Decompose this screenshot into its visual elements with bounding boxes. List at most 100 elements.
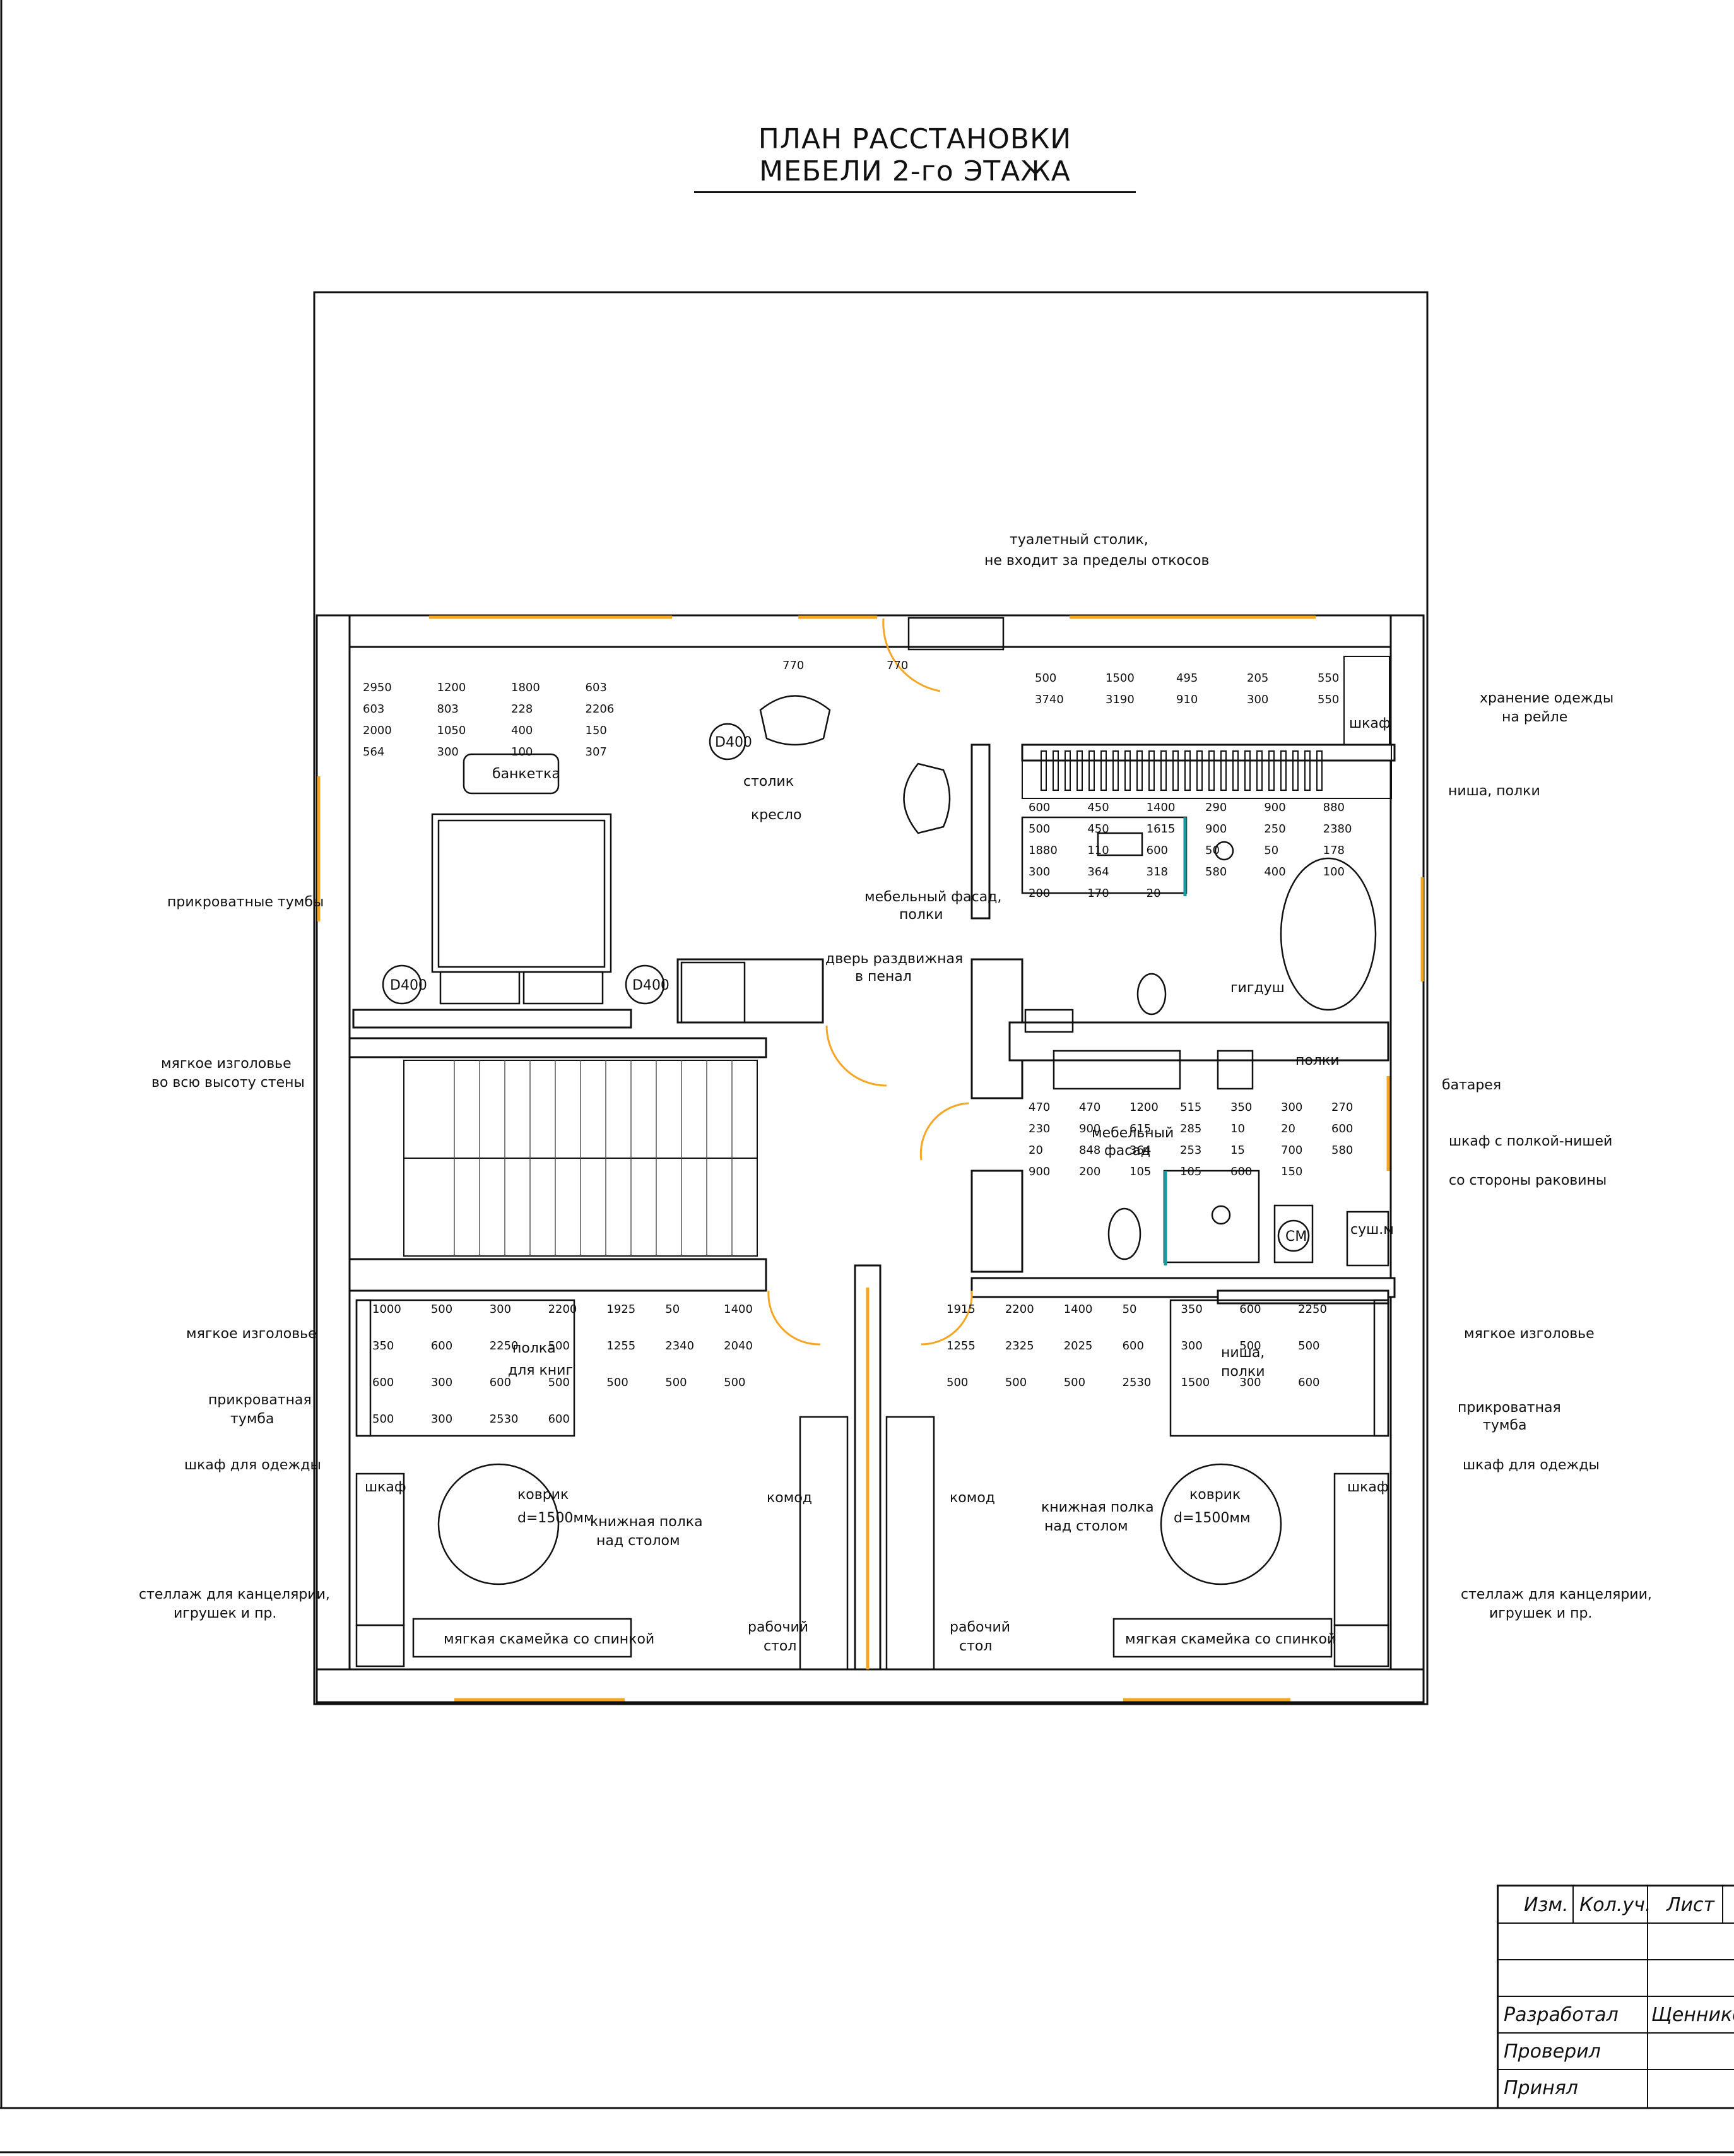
dimension-value: 1500 — [1106, 672, 1135, 685]
dimension-value: 105 — [1180, 1165, 1201, 1178]
dimension-value: 2530 — [490, 1413, 519, 1426]
hanger — [1076, 750, 1083, 791]
callout-label: туалетный столик, — [1010, 532, 1148, 548]
callout-label: стол — [764, 1638, 796, 1654]
dimension-value: 1615 — [1147, 822, 1176, 836]
dimension-value: 20 — [1029, 1144, 1043, 1157]
dimension-value: 2340 — [665, 1339, 694, 1353]
callout-label: шкаф для одежды — [1463, 1457, 1600, 1473]
dimension-value: 550 — [1318, 693, 1339, 706]
dimension-value: 350 — [1181, 1303, 1202, 1316]
dimension-value: 500 — [431, 1303, 452, 1316]
side-table-label: столик — [743, 774, 794, 790]
dimension-value: 318 — [1147, 865, 1168, 879]
kids-left-labels: шкаф коврик d=1500мм мягкая скамейка со … — [365, 1479, 654, 1647]
hanger — [1304, 750, 1311, 791]
bench-right-label: мягкая скамейка со спинкой — [1125, 1632, 1336, 1647]
dimension-value: 1400 — [724, 1303, 753, 1316]
hanger — [1041, 750, 1047, 791]
dimension-value: 300 — [431, 1413, 452, 1426]
dimension-value: 300 — [1281, 1101, 1302, 1114]
dimension-value: 803 — [437, 702, 459, 716]
dimension-value: 230 — [1029, 1122, 1050, 1135]
dimension-value: 500 — [1298, 1339, 1319, 1353]
hanger — [1112, 750, 1119, 791]
dimension-value: 300 — [1239, 1376, 1261, 1389]
dimension-value: 200 — [1029, 887, 1050, 900]
dimension-value: 307 — [586, 745, 607, 759]
dimension-value: 770 — [782, 659, 804, 672]
dimension-value: 500 — [1239, 1339, 1261, 1353]
callout-label: мягкое изголовье — [186, 1326, 317, 1342]
dimension-value: 350 — [1230, 1101, 1252, 1114]
hanger — [1292, 750, 1299, 791]
dimension-value: 290 — [1205, 801, 1227, 814]
callout-label: мебельный — [1092, 1125, 1174, 1141]
dimension-value: 500 — [548, 1339, 570, 1353]
dimension-value: 600 — [548, 1413, 570, 1426]
dimension-value: 615 — [1129, 1122, 1151, 1135]
dimension-value: 500 — [548, 1376, 570, 1389]
dimension-value: 300 — [431, 1376, 452, 1389]
dimension-value: 600 — [1147, 844, 1168, 857]
callout-label: шкаф для одежды — [184, 1457, 321, 1473]
dimension-value: 253 — [1180, 1144, 1201, 1157]
wardrobe-left-label: шкаф — [365, 1479, 406, 1495]
dimension-value: 600 — [372, 1376, 394, 1389]
hanger — [1244, 750, 1251, 791]
callout-label: ниша, — [1221, 1345, 1265, 1361]
dimension-value: 580 — [1331, 1144, 1353, 1157]
callout-label: прикроватная — [208, 1392, 312, 1408]
dimension-value: 1255 — [947, 1339, 976, 1353]
wardrobe-label: шкаф — [1349, 716, 1391, 732]
dimension-value: 450 — [1087, 822, 1109, 836]
dimension-value: 350 — [372, 1339, 394, 1353]
hanger — [1148, 750, 1155, 791]
hangers — [1041, 750, 1323, 791]
dimension-value: 1200 — [437, 681, 466, 694]
kids-rooms — [355, 1299, 1389, 1671]
dimension-value: 3740 — [1035, 693, 1064, 706]
rug-left-label: коврик — [517, 1487, 569, 1503]
dimension-value: 50 — [1205, 844, 1220, 857]
hanger — [1100, 750, 1107, 791]
callout-label: комод — [767, 1490, 812, 1506]
callout-label: батарея — [1442, 1077, 1501, 1093]
washer-label: СМ — [1285, 1229, 1307, 1245]
wardrobe-rail — [1022, 656, 1392, 799]
dimension-value: 1200 — [1129, 1101, 1159, 1114]
stamp-izm: Изм. — [1524, 1894, 1569, 1916]
dimension-value: 2025 — [1064, 1339, 1093, 1353]
dimension-value: 2950 — [363, 681, 392, 694]
dimension-value: 300 — [1181, 1339, 1202, 1353]
dimension-value: 900 — [1079, 1122, 1100, 1135]
dimension-value: 50 — [1123, 1303, 1137, 1316]
callout-label: для книг — [508, 1363, 573, 1378]
armchair-label: кресло — [751, 807, 801, 823]
dimension-value: 228 — [511, 702, 533, 716]
stamp-accepted: Принял — [1504, 2077, 1578, 2099]
dimension-value: 600 — [431, 1339, 452, 1353]
callout-label: со стороны раковины — [1449, 1173, 1607, 1188]
hall-labels: D400 столик кресло — [715, 735, 801, 823]
stamp-developed: Разработал — [1504, 2004, 1619, 2026]
dimension-value: 364 — [1087, 865, 1109, 879]
callout-label: шкаф с полкой-нишей — [1449, 1134, 1612, 1149]
dimension-value: 20 — [1281, 1122, 1295, 1135]
bench-left-label: мягкая скамейка со спинкой — [444, 1632, 654, 1647]
hanger — [1172, 750, 1179, 791]
dimension-value: 400 — [1264, 865, 1285, 879]
dimension-value: 1400 — [1147, 801, 1176, 814]
dimension-value: 900 — [1205, 822, 1227, 836]
building-outline — [313, 291, 1429, 1705]
dimension-value: 450 — [1087, 801, 1109, 814]
bathroom-top — [1021, 816, 1377, 1033]
bench-label: банкетка — [492, 766, 560, 782]
dimension-value: 15 — [1230, 1144, 1245, 1157]
dimension-value: 1500 — [1181, 1376, 1210, 1389]
stair-steps — [454, 1060, 733, 1256]
hanger — [1280, 750, 1287, 791]
dimension-value: 2325 — [1005, 1339, 1034, 1353]
dimension-value: 50 — [1264, 844, 1278, 857]
